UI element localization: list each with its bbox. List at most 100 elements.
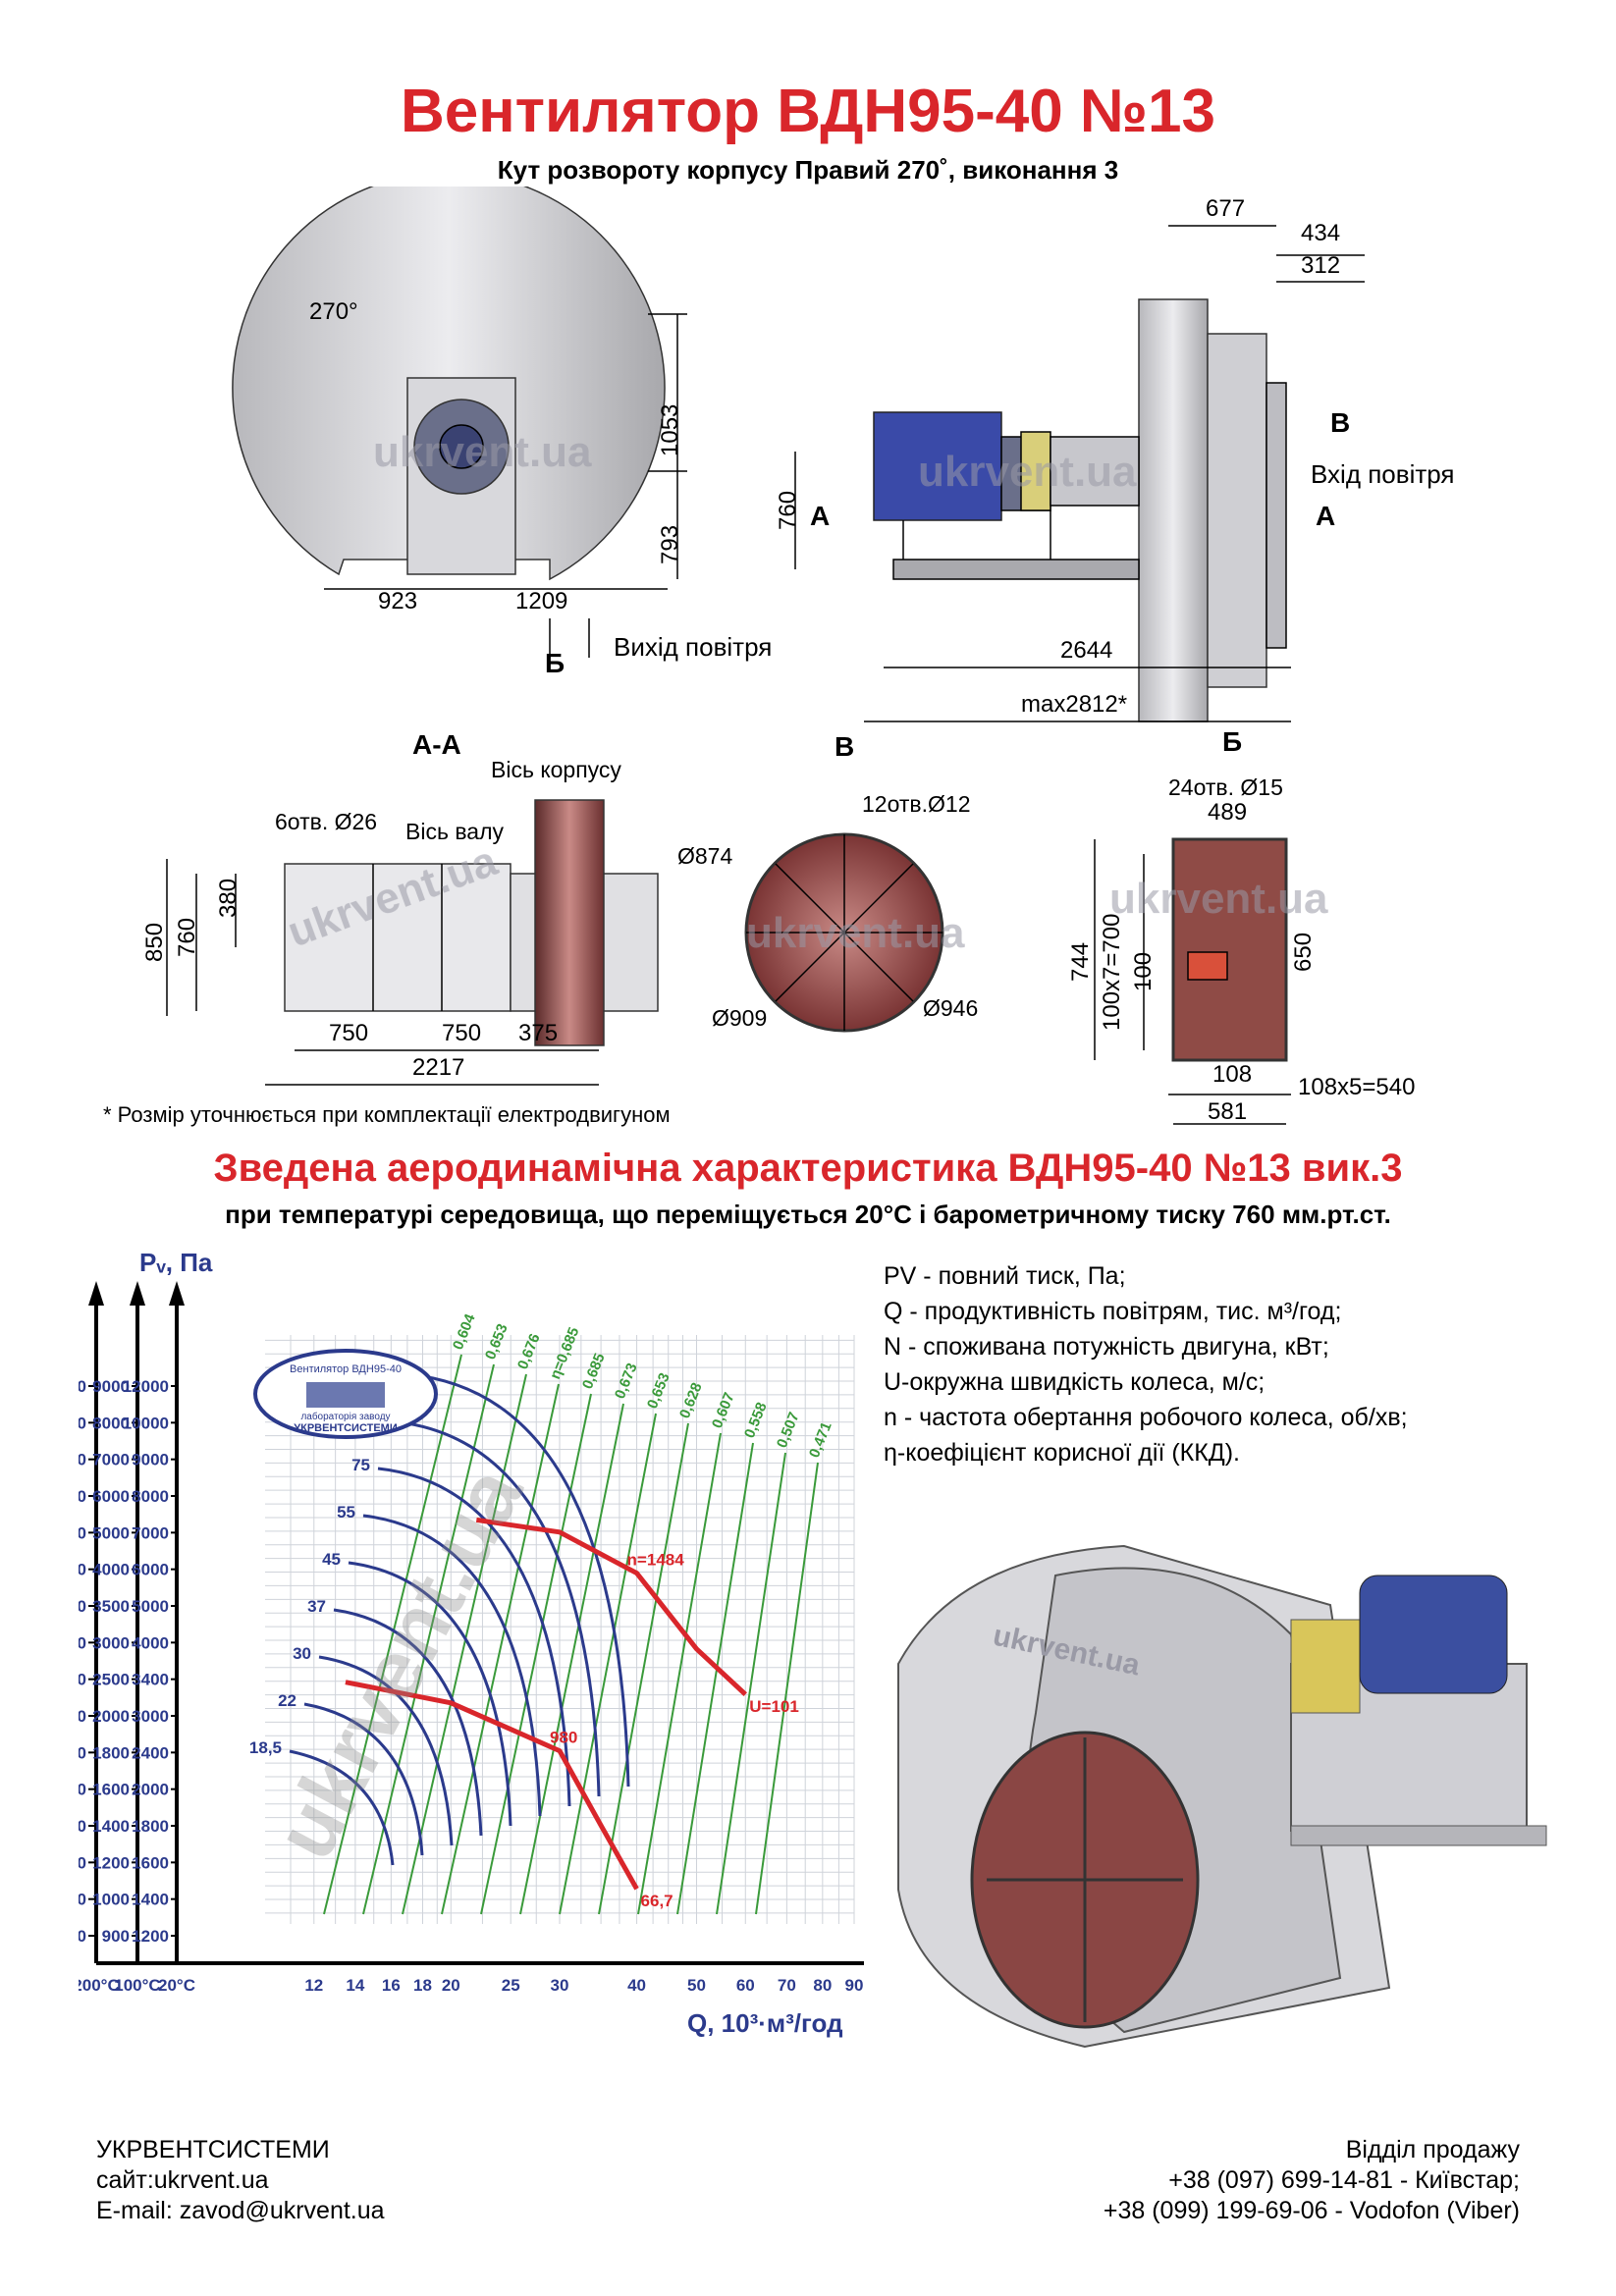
front-dim-923: 923: [378, 588, 417, 614]
side-dim-677: 677: [1206, 195, 1245, 222]
power-label: 75: [351, 1456, 370, 1474]
x-tick-label: 70: [778, 1976, 796, 1995]
front-view: [232, 187, 687, 658]
power-label: 18,5: [249, 1738, 282, 1757]
stamp-line-3: УКРВЕНТСИСТЕМИ: [294, 1422, 398, 1434]
watermark-2: ukrvent.ua: [918, 448, 1137, 496]
chart-axes: [94, 1296, 864, 1965]
legend: PV - повний тиск, Па; Q - продуктивність…: [884, 1258, 1408, 1470]
efficiency-ray: [402, 1373, 527, 1915]
speed-label: n=1484: [627, 1551, 685, 1570]
front-dim-1053: 1053: [657, 404, 683, 456]
footer-site[interactable]: сайт:ukrvent.ua: [96, 2166, 269, 2194]
y-tick-label: 3000: [92, 1633, 130, 1652]
speed-end-label: 66,7: [641, 1892, 673, 1910]
section-v-d946: Ø946: [923, 995, 978, 1021]
speed-curve: [475, 1517, 747, 1696]
speed-end-label: U=101: [749, 1697, 799, 1716]
footer-phone-2[interactable]: +38 (099) 199-69-06 - Vodofon (Viber): [1103, 2197, 1520, 2224]
x-axis-temp-label: 100°C: [114, 1976, 160, 1995]
y-tick-label: 5000: [79, 1451, 86, 1469]
y-axis-label: Pᵥ, Па: [139, 1248, 213, 1277]
section-aa-label: А-А: [412, 729, 461, 760]
section-v-d909: Ø909: [712, 1005, 767, 1031]
y-tick-label: 1800: [79, 1671, 86, 1689]
page-title: Вентилятор ВДН95-40 №13: [400, 78, 1216, 145]
section-b-dim-581: 581: [1208, 1098, 1247, 1125]
efficiency-ray: [519, 1403, 624, 1915]
y-tick-label: 4000: [132, 1633, 169, 1652]
y-tick-label: 9000: [132, 1451, 169, 1469]
legend-rpm: n - частота обертання робочого колеса, о…: [884, 1404, 1408, 1431]
efficiency-ray: [637, 1432, 722, 1915]
y-tick-label: 7000: [92, 1451, 130, 1469]
efficiency-ray: [755, 1462, 819, 1915]
legend-q: Q - продуктивність повітрям, тис. м³/год…: [884, 1298, 1342, 1325]
front-outlet-label: Вихід повітря: [614, 632, 772, 662]
x-tick-label: 14: [346, 1976, 364, 1995]
y-tick-label: 1800: [92, 1743, 130, 1762]
section-b-dim-650: 650: [1290, 933, 1317, 972]
efficiency-ray: [441, 1383, 560, 1915]
y-tick-label: 3500: [79, 1523, 86, 1542]
power-curve: [348, 1561, 512, 1827]
y-tick-label: 6000: [79, 1414, 86, 1432]
page-subtitle: Кут розвороту корпусу Правий 270˚, викон…: [497, 155, 1119, 185]
power-curve: [377, 1467, 571, 1807]
footer-company: УКРВЕНТСИСТЕМИ: [96, 2136, 330, 2163]
y-axis-arrow-20: [169, 1281, 185, 1306]
footnote: * Розмір уточнюється при комплектації ел…: [103, 1102, 671, 1127]
section-aa-dim-760: 760: [174, 918, 200, 957]
y-tick-label: 1600: [92, 1781, 130, 1799]
y-tick-label: 1800: [132, 1817, 169, 1836]
section-b-dim-100: 100: [1130, 952, 1157, 991]
x-tick-label: 60: [736, 1976, 755, 1995]
legend-pv: PV - повний тиск, Па;: [884, 1262, 1126, 1290]
y-tick-label: 2000: [92, 1707, 130, 1726]
y-tick-label: 1200: [79, 1781, 86, 1799]
footer-email[interactable]: E-mail: zavod@ukrvent.ua: [96, 2197, 385, 2224]
front-outlet-letter: Б: [545, 648, 565, 678]
y-tick-label: 1400: [79, 1743, 86, 1762]
side-letter-v: В: [1330, 407, 1350, 438]
speed-label: 980: [550, 1729, 577, 1747]
lab-stamp: Вентилятор ВДН95-40 лабораторія заводу У…: [253, 1349, 438, 1439]
watermark-1: ukrvent.ua: [373, 428, 592, 476]
section-aa-axis-body: Вісь корпусу: [491, 757, 621, 782]
side-dim-434: 434: [1301, 220, 1340, 246]
y-tick-label: 3000: [132, 1707, 169, 1726]
bottom-letter-v: В: [835, 731, 854, 762]
x-tick-label: 90: [845, 1976, 864, 1995]
y-tick-label: 7000: [79, 1377, 86, 1396]
x-axis-label: Q, 10³·м³/год: [687, 2008, 843, 2038]
efficiency-ray: [480, 1393, 592, 1915]
efficiency-ray: [676, 1442, 754, 1915]
fan-3d-render: ukrvent.ua: [897, 1544, 1547, 2049]
x-tick-label: 25: [502, 1976, 520, 1995]
y-tick-label: 2000: [79, 1633, 86, 1652]
section-b-dim-540: 108x5=540: [1298, 1074, 1415, 1100]
stamp-line-2: лабораторія заводу: [300, 1411, 390, 1422]
y-tick-label: 1400: [92, 1817, 130, 1836]
front-dim-1209: 1209: [515, 588, 567, 614]
y-tick-label: 1000: [92, 1891, 130, 1909]
power-curve: [289, 1749, 395, 1866]
front-angle-label: 270°: [309, 298, 358, 325]
footer-phone-1[interactable]: +38 (097) 699-14-81 - Київстар;: [1168, 2166, 1520, 2194]
y-tick-label: 3500: [92, 1597, 130, 1616]
footer-sales-title: Відділ продажу: [1345, 2136, 1520, 2163]
y-axis-arrow-200: [88, 1281, 104, 1306]
y-tick-label: 3000: [79, 1561, 86, 1579]
x-tick-label: 16: [382, 1976, 401, 1995]
watermark-5: ukrvent.ua: [1109, 875, 1328, 923]
x-tick-label: 40: [627, 1976, 646, 1995]
section-aa: [166, 799, 659, 1086]
section-aa-dim-850: 850: [141, 923, 168, 962]
side-inlet-label: Вхід повітря: [1311, 459, 1455, 489]
side-dim-max: max2812*: [1021, 691, 1127, 718]
section-aa-axis-shaft: Вісь валу: [405, 819, 504, 844]
front-dim-793: 793: [657, 525, 683, 564]
aero-chart: Pᵥ, Па Q, 10³·м³/год 7000600050004000350…: [79, 1248, 884, 2038]
legend-eff: η-коефіцієнт корисної дії (ККД).: [884, 1439, 1240, 1467]
x-tick-label: 12: [304, 1976, 323, 1995]
